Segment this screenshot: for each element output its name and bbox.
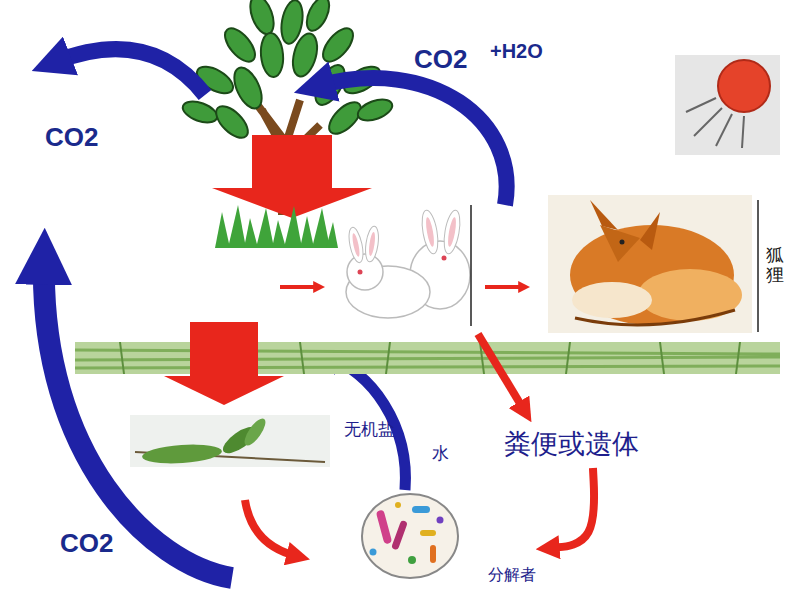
separator-line [470,205,472,326]
diagram-label: 无机盐 [344,418,361,441]
diagram-label: CO2 [414,44,467,75]
remains-node: 粪便或遗体 [500,424,643,464]
node-label: 粪便或遗体 [504,426,639,462]
decomposer-circle [362,494,458,578]
consumer-node: 狐狸 [548,195,790,335]
sun-icon [675,55,780,155]
grass-band [75,342,780,374]
decay-connector [550,468,594,548]
node-label: 分解者 [488,565,536,586]
diagram-label: CO2 [60,528,113,559]
grass-tuft [215,205,338,248]
diagram-label: 水 [432,442,449,465]
node-label: 狐狸 [766,245,784,285]
decay-arrow [245,500,296,556]
food-arrow [280,285,318,289]
separator-line [757,200,759,332]
co2-arrow [318,78,507,205]
diagram-label: +H2O [490,40,543,63]
energy-arrow [164,322,284,405]
decomposer-node: 分解者 [355,485,540,590]
diagram-label: CO2 [45,122,98,153]
mineral-arrow [328,358,405,490]
rabbit [346,209,470,318]
fallen-leaves [130,415,330,467]
decay-arrow [478,334,524,410]
fox [548,195,752,333]
energy-arrow [212,135,372,218]
food-arrow [485,285,523,289]
co2-arrow [55,49,205,95]
